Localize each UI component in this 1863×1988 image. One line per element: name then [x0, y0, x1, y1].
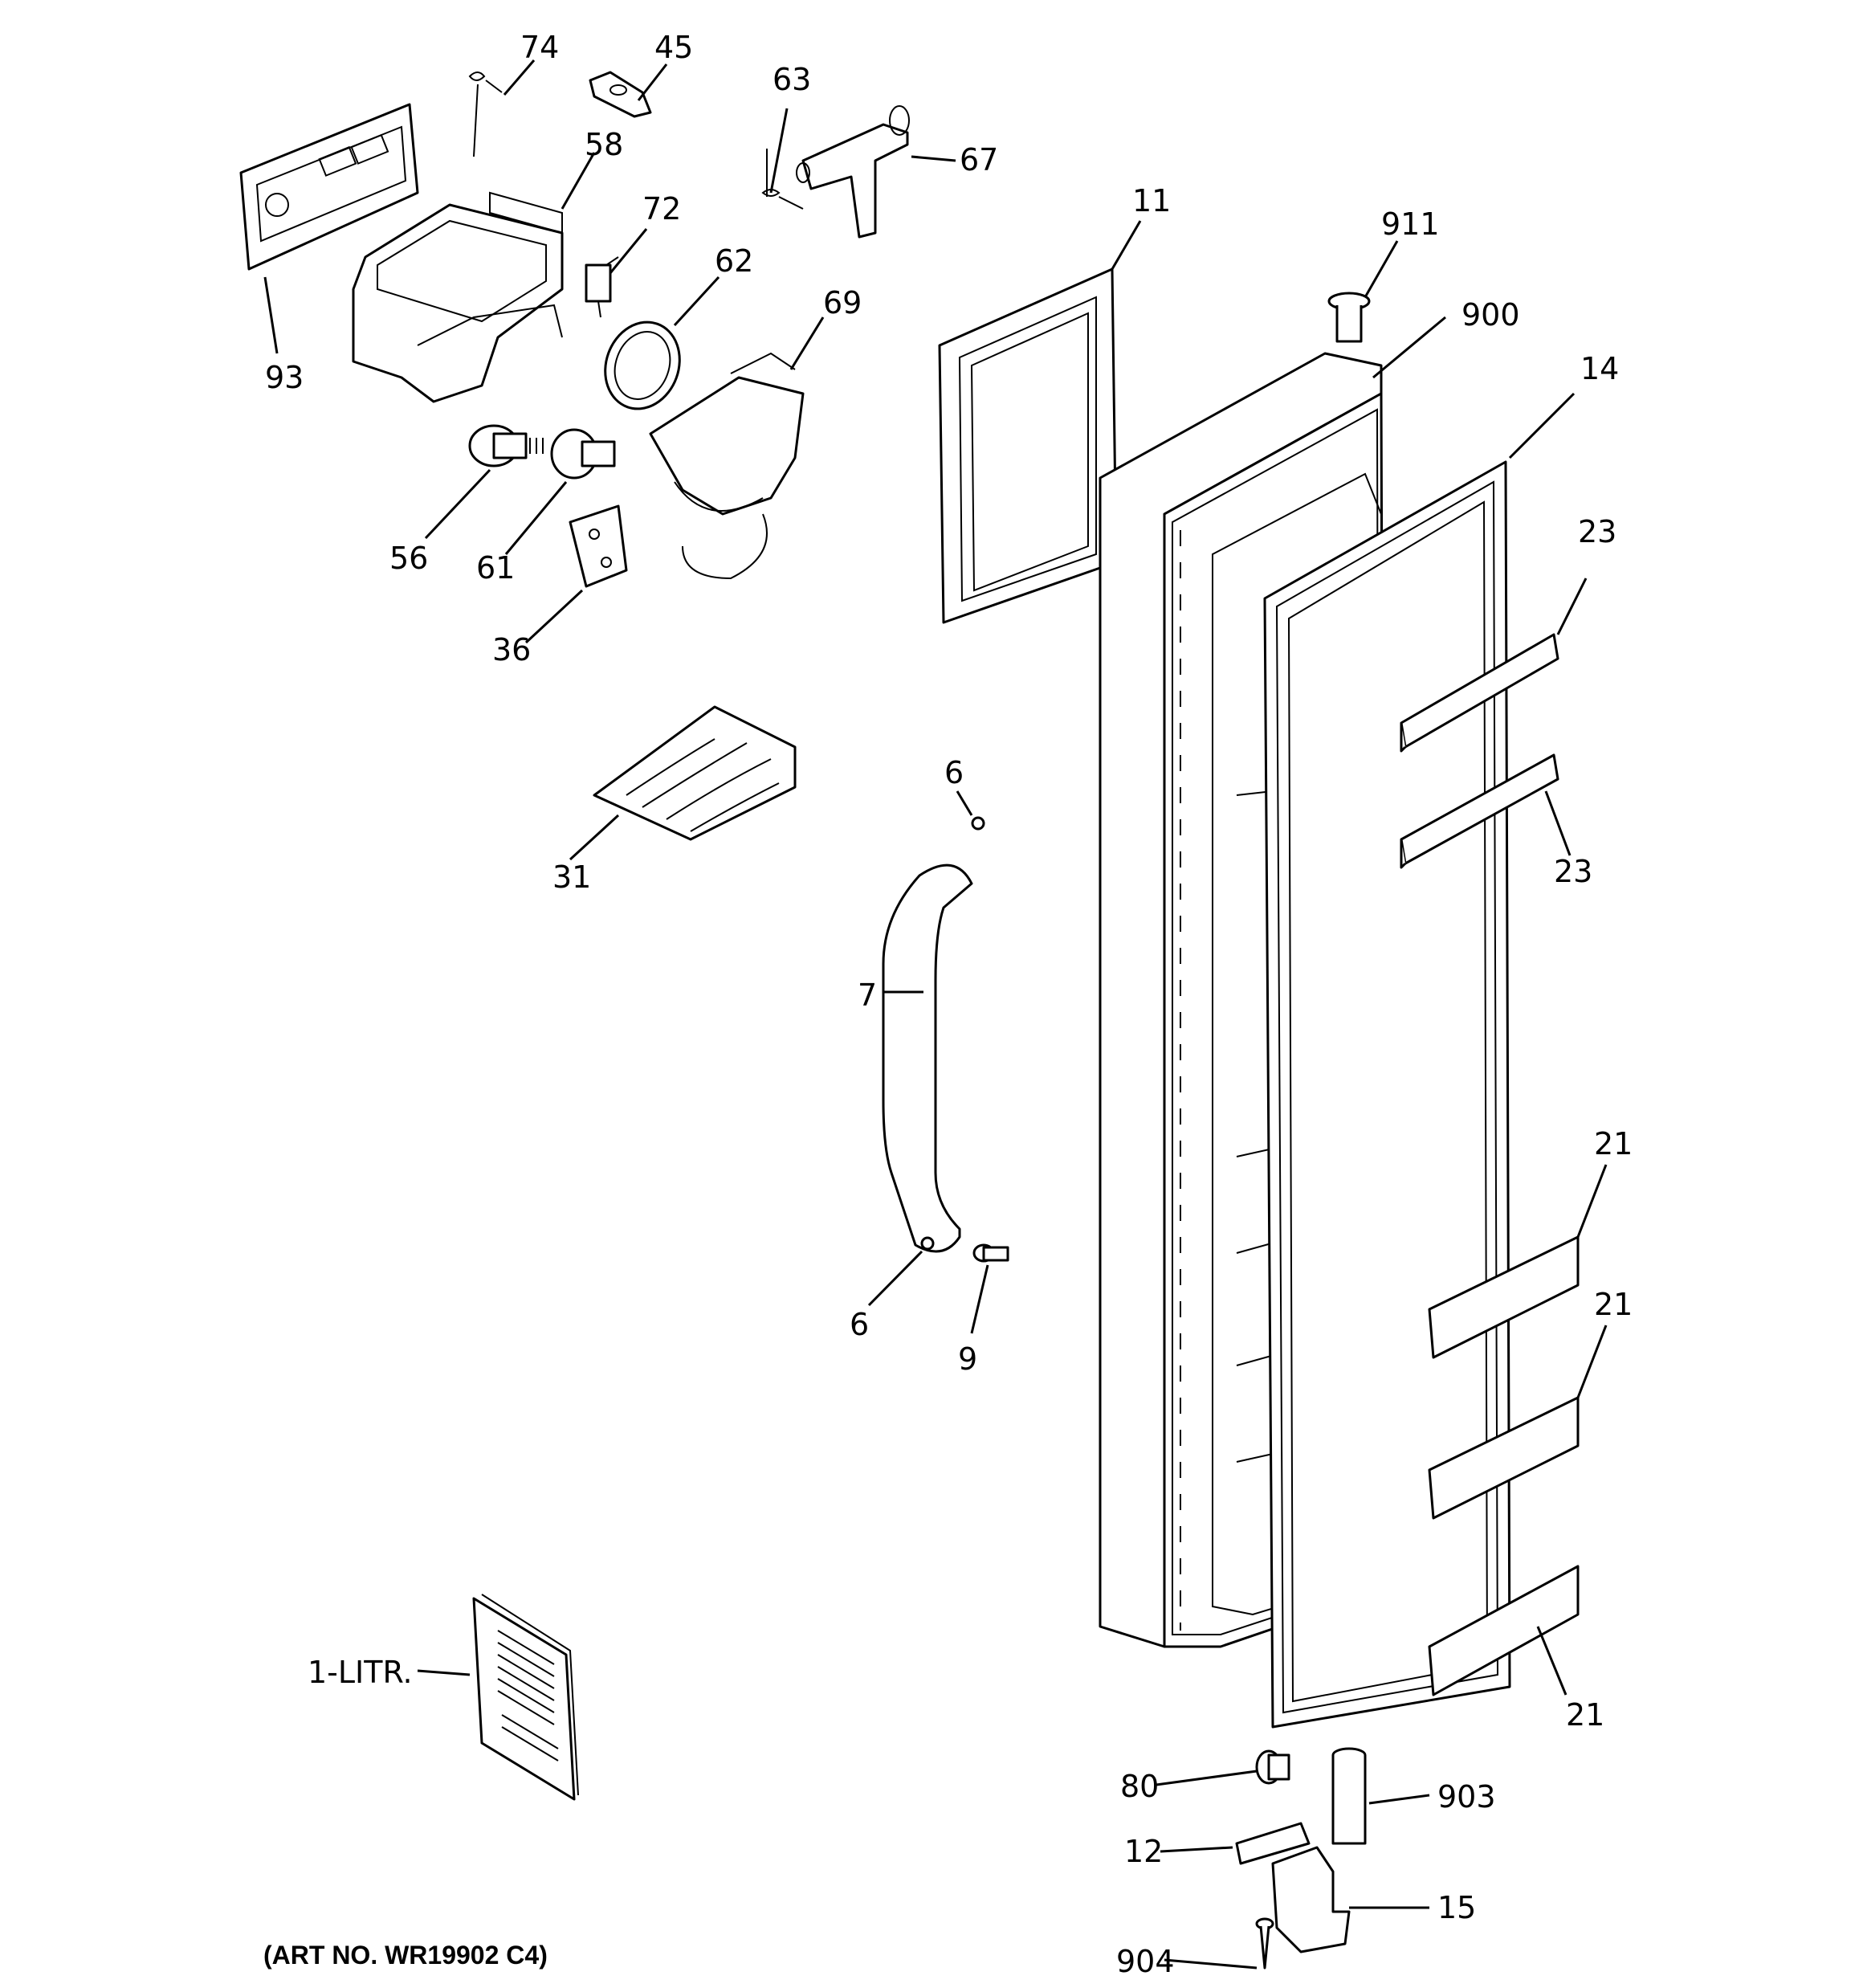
label-56: 56 [389, 541, 428, 576]
part-80-bushing [1255, 1749, 1290, 1785]
part-903-sleeve [1331, 1747, 1367, 1845]
part-6-screw-bottom [920, 1236, 935, 1251]
part-72-switch [585, 256, 619, 318]
part-12-bracket [1235, 1822, 1311, 1865]
label-58: 58 [585, 127, 623, 162]
part-14-gasket [1263, 460, 1511, 1729]
label-63: 63 [773, 62, 811, 97]
label-80: 80 [1120, 1769, 1159, 1804]
label-23-upper: 23 [1578, 514, 1616, 549]
part-11-recess-frame [938, 267, 1118, 624]
label-11: 11 [1132, 183, 1171, 218]
label-72: 72 [642, 191, 681, 227]
part-21-shelf-bar-2 [1428, 1396, 1580, 1520]
label-7: 7 [858, 978, 877, 1013]
label-911: 911 [1381, 206, 1440, 242]
label-14: 14 [1580, 351, 1619, 386]
part-58-housing [352, 191, 564, 403]
part-23-shelf-bar-lower [1400, 753, 1559, 869]
part-1-litr-literature [472, 1594, 579, 1801]
label-62: 62 [715, 243, 753, 279]
label-903: 903 [1437, 1779, 1496, 1815]
part-74-spring [468, 71, 503, 157]
part-6-screw-top [971, 816, 985, 831]
label-31: 31 [552, 859, 591, 895]
label-21-2: 21 [1594, 1287, 1633, 1322]
label-12: 12 [1124, 1834, 1163, 1869]
label-6-bottom: 6 [850, 1307, 869, 1342]
label-21-1: 21 [1594, 1126, 1633, 1161]
label-67: 67 [960, 142, 998, 178]
part-31-drip-tray [593, 705, 797, 841]
label-23-lower: 23 [1554, 854, 1592, 889]
part-9-stud [972, 1243, 1009, 1263]
label-74: 74 [520, 30, 559, 65]
art-number: (ART NO. WR19902 C4) [263, 1941, 548, 1970]
label-36: 36 [492, 632, 531, 667]
part-45-bracket [589, 71, 652, 118]
part-904-screw [1255, 1917, 1274, 1970]
part-61-cam [550, 428, 616, 480]
part-56-solenoid [468, 424, 544, 467]
part-93-control-panel [239, 103, 419, 271]
label-93: 93 [265, 360, 304, 395]
part-67-actuator [796, 105, 910, 239]
label-15: 15 [1437, 1890, 1476, 1925]
label-61: 61 [476, 550, 515, 586]
part-15-hinge [1271, 1846, 1351, 1953]
label-1-litr: 1-LITR. [308, 1655, 413, 1690]
label-900: 900 [1461, 297, 1520, 333]
part-7-handle [882, 863, 973, 1253]
label-6-top: 6 [944, 755, 964, 790]
part-21-shelf-bar-3 [1428, 1565, 1580, 1696]
part-69-funnel [649, 352, 805, 580]
label-21-3: 21 [1566, 1697, 1604, 1733]
part-36-bracket [569, 504, 628, 588]
label-9: 9 [958, 1341, 977, 1377]
label-904: 904 [1116, 1944, 1175, 1979]
part-21-shelf-bar-1 [1428, 1235, 1580, 1359]
part-23-shelf-bar-upper [1400, 633, 1559, 753]
part-63-spring [761, 149, 804, 210]
label-69: 69 [823, 285, 862, 320]
label-45: 45 [654, 30, 693, 65]
part-62-ring [604, 320, 681, 410]
part-911-cap [1327, 292, 1371, 343]
